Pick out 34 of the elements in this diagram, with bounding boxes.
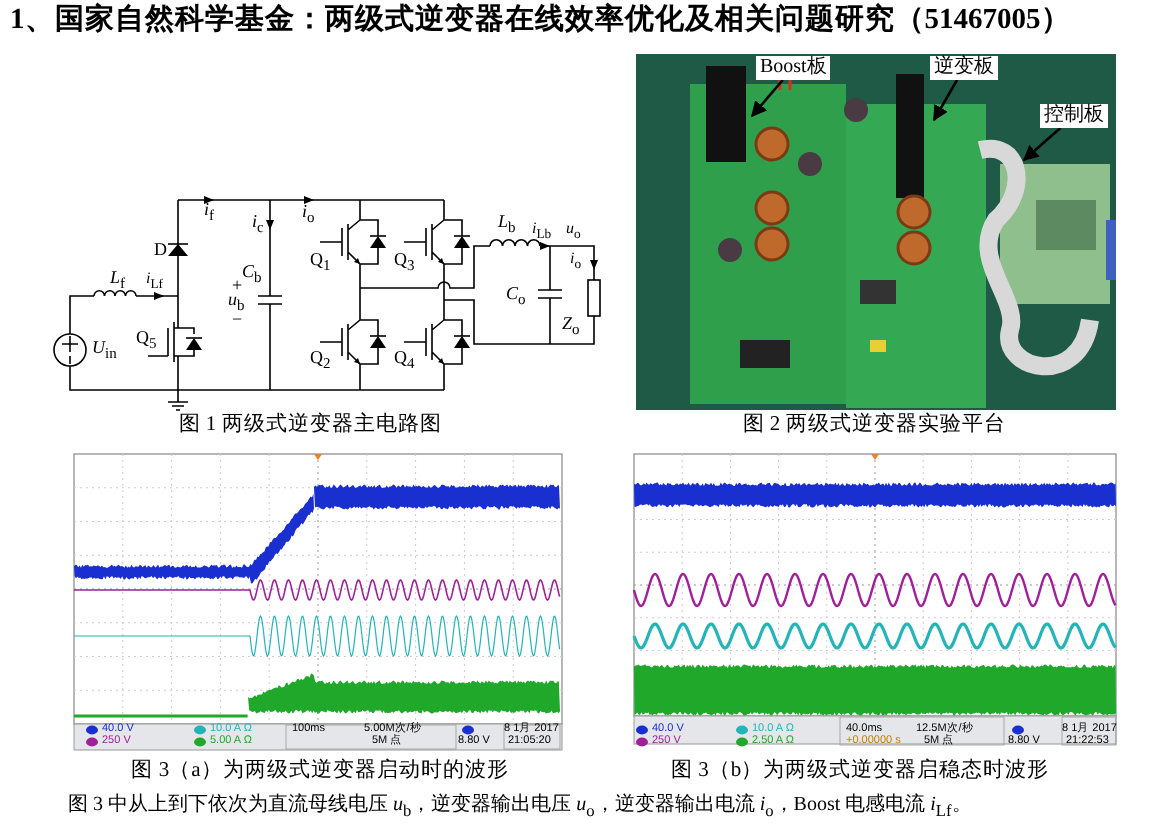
callout-label: Boost板	[756, 56, 831, 80]
callout-label: 逆变板	[930, 56, 998, 80]
component-label: u$_{b}$	[228, 290, 245, 314]
caption-text: 图 3 中从上到下依次为直流母线电压 u$_{b}$，逆变器输出电压 u$_{o}$，逆变器输出电流 i$_{o}$，Boost 电感电流 i$_{Lf}$。	[68, 795, 972, 821]
component-label: i$_{f}$	[204, 200, 215, 224]
callout-label: 控制板	[1040, 104, 1108, 128]
component-label: L$_{b}$	[498, 212, 516, 236]
component-label: Q$_{5}$	[136, 328, 157, 352]
leader-arrow	[751, 79, 784, 118]
component-label: +	[232, 277, 243, 295]
component-label: i$_{o}$	[302, 202, 315, 226]
figure-caption: 图 3（b）为两级式逆变器启稳态时波形	[670, 761, 1050, 783]
leader-arrow	[1022, 127, 1062, 162]
figure-caption: 图 2 两级式逆变器实验平台	[742, 415, 1006, 437]
component-label: Z$_{o}$	[562, 314, 580, 338]
component-label: C$_{o}$	[506, 284, 526, 308]
page-title: 1、国家自然科学基金：两级式逆变器在线效率优化及相关问题研究（51467005）	[10, 5, 1071, 35]
component-label: i$_{o}$	[570, 250, 582, 274]
component-label: L$_{f}$	[110, 268, 126, 292]
component-label: Q$_{2}$	[310, 348, 331, 372]
component-label: i$_{Lf}$	[146, 270, 164, 294]
component-label: D	[154, 241, 167, 259]
component-label: Q$_{1}$	[310, 250, 331, 274]
component-label: i$_{c}$	[252, 212, 264, 236]
component-label: Q$_{4}$	[394, 348, 415, 372]
component-label: U$_{in}$	[92, 338, 117, 362]
component-label: −	[232, 311, 243, 329]
component-label: Q$_{3}$	[394, 250, 415, 274]
component-label: u$_{o}$	[566, 220, 581, 244]
figure-caption: 图 1 两级式逆变器主电路图	[178, 415, 442, 437]
leader-arrow	[932, 79, 959, 122]
component-label: C$_{b}$	[242, 262, 262, 286]
component-label: i$_{Lb}$	[532, 220, 552, 244]
figure-caption: 图 3（a）为两级式逆变器启动时的波形	[131, 761, 509, 783]
